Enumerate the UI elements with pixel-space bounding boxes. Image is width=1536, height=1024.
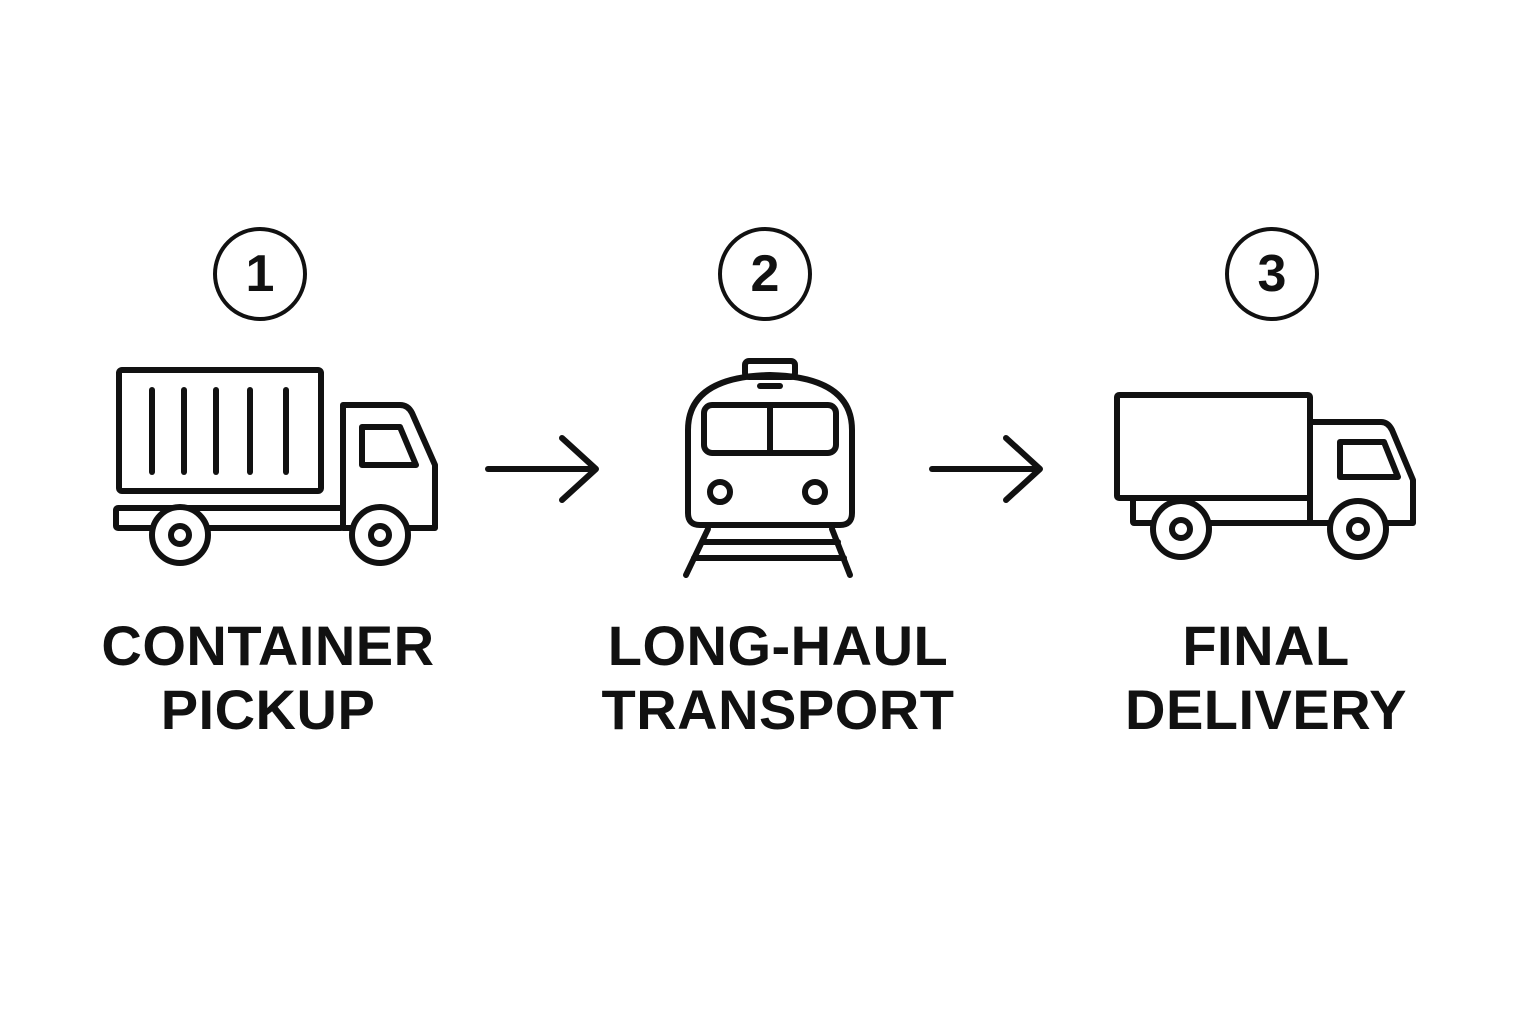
step-label-3: FINAL DELIVERY: [1056, 614, 1476, 742]
step-label-3-line-2: DELIVERY: [1125, 678, 1407, 741]
step-label-2-line-2: TRANSPORT: [601, 678, 955, 741]
step-number-1: 1: [213, 227, 307, 321]
container-truck-icon: [113, 367, 438, 566]
step-label-1: CONTAINER PICKUP: [58, 614, 478, 742]
step-label-2: LONG-HAUL TRANSPORT: [568, 614, 988, 742]
arrow-right-icon: [485, 435, 599, 503]
step-label-1-line-1: CONTAINER: [101, 614, 435, 677]
step-label-3-line-1: FINAL: [1182, 614, 1350, 677]
arrow-right-icon: [929, 435, 1043, 503]
step-number-2: 2: [718, 227, 812, 321]
step-label-1-line-2: PICKUP: [160, 678, 376, 741]
step-label-2-line-1: LONG-HAUL: [607, 614, 949, 677]
train-icon: [683, 358, 855, 578]
step-number-3: 3: [1225, 227, 1319, 321]
delivery-truck-icon: [1114, 392, 1416, 560]
